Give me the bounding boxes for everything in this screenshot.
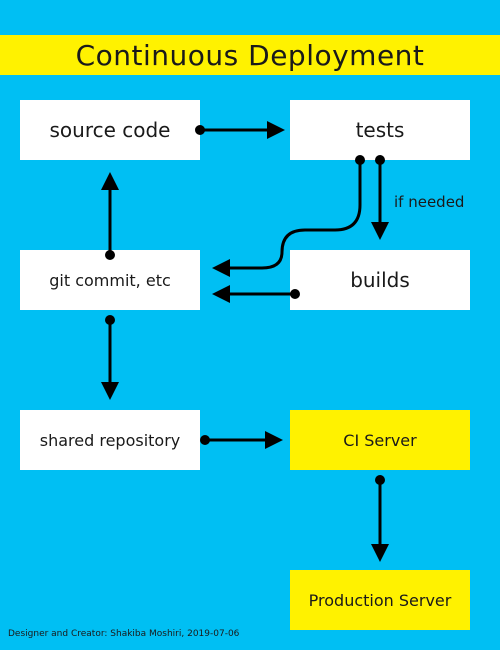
title-banner: Continuous Deployment [0, 35, 500, 75]
edge-repo-to-ci [200, 431, 283, 449]
node-production-server: Production Server [290, 570, 470, 630]
edge-source-to-tests [195, 121, 285, 139]
node-tests: tests [290, 100, 470, 160]
node-git-commit: git commit, etc [20, 250, 200, 310]
edge-tests-to-git [212, 155, 365, 277]
edge-label-if-needed: if needed [394, 193, 465, 211]
edge-tests-to-builds [371, 155, 389, 240]
node-source-code: source code [20, 100, 200, 160]
edge-git-to-source [101, 172, 119, 260]
credit-text: Designer and Creator: Shakiba Moshiri, 2… [8, 629, 240, 639]
edge-ci-to-prod [371, 475, 389, 562]
diagram-title: Continuous Deployment [75, 38, 425, 72]
node-builds: builds [290, 250, 470, 310]
edge-git-to-repo [101, 315, 119, 400]
node-shared-repository: shared repository [20, 410, 200, 470]
node-ci-server: CI Server [290, 410, 470, 470]
edge-builds-to-git [212, 285, 300, 303]
